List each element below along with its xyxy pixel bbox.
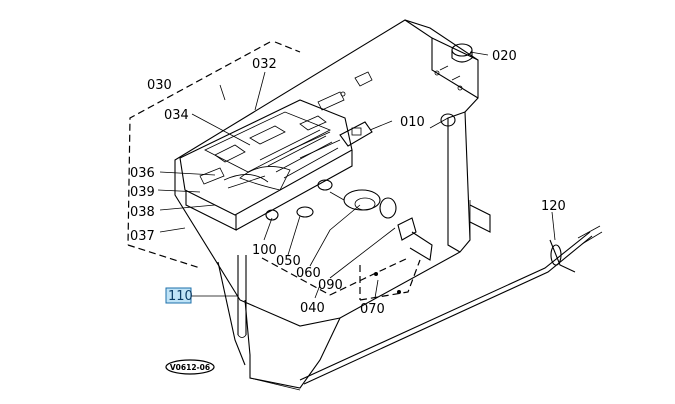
callout-038: 038 (130, 205, 155, 220)
figure-stamp: V0612-06 (165, 359, 215, 375)
assembly-030-dashed-outline (127, 41, 301, 269)
assembly-040-dashed-outline (261, 257, 409, 296)
callout-110-highlight[interactable]: 110 (165, 287, 193, 304)
cable-110 (237, 255, 247, 338)
figure-stamp-text: V0612-06 (170, 363, 210, 372)
callout-050: 050 (276, 254, 301, 269)
key-switch (329, 189, 397, 219)
callout-labels: 010 020 030 032 034 036 039 038 037 100 … (130, 49, 566, 317)
callout-039: 039 (130, 185, 155, 200)
callout-030: 030 (147, 78, 172, 93)
knob (440, 113, 456, 127)
callout-100: 100 (252, 243, 277, 258)
callout-090: 090 (318, 278, 343, 293)
callout-070: 070 (360, 302, 385, 317)
leader-lines (157, 51, 556, 299)
assembly-070-dashed-outline (359, 259, 421, 301)
callout-060: 060 (296, 266, 321, 281)
callout-110: 110 (168, 289, 193, 304)
dash-housing (174, 19, 491, 391)
callout-040: 040 (300, 301, 325, 316)
bulbs (265, 179, 333, 221)
callout-037: 037 (130, 229, 155, 244)
callout-032: 032 (252, 57, 277, 72)
cable-120 (299, 225, 603, 385)
callout-036: 036 (130, 166, 155, 181)
callout-034: 034 (164, 108, 189, 123)
connector-070 (374, 217, 433, 294)
callout-020: 020 (492, 49, 517, 64)
instrument-panel (179, 99, 353, 231)
callout-010: 010 (400, 115, 425, 130)
plug-020 (451, 43, 473, 63)
switch-010 (339, 121, 373, 147)
callout-120: 120 (541, 199, 566, 214)
